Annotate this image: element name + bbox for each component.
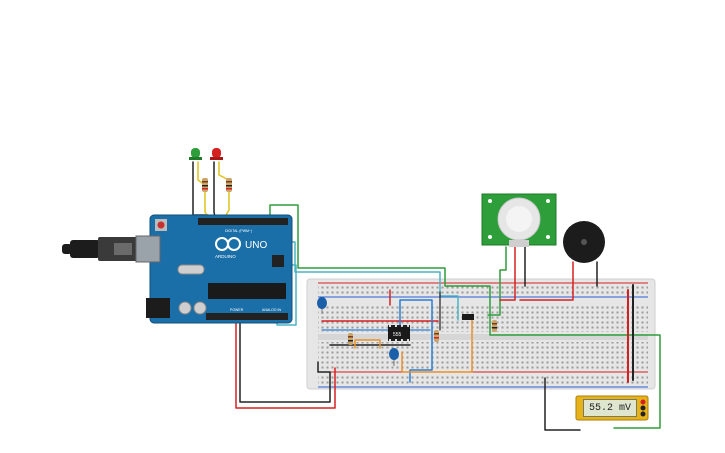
timer-chip-label: 555 (393, 332, 402, 338)
atmega-chip (208, 283, 286, 299)
power-analog-header[interactable] (206, 313, 288, 320)
led-red[interactable] (210, 148, 223, 160)
pir-sensor-icon[interactable] (481, 193, 557, 247)
breadboard[interactable] (306, 278, 656, 390)
reset-button[interactable] (157, 221, 165, 229)
wire-red-power[interactable] (235, 321, 336, 409)
wire-black-meter[interactable] (544, 377, 581, 431)
digital-header-label: DIGITAL (PWM~) (225, 229, 252, 233)
multimeter-probe-black-icon[interactable] (640, 405, 646, 411)
arduino-model-label: UNO (245, 240, 267, 251)
ceramic-capacitor-2[interactable] (389, 348, 399, 366)
analog-label: ANALOG IN (262, 308, 282, 312)
arduino-uno-board[interactable]: UNO ARDUINO DIGITAL (PWM~) POWER ANALOG … (62, 214, 293, 324)
top-terminal-strip[interactable] (318, 304, 648, 332)
timer-555-chip[interactable]: 555 (388, 325, 410, 341)
wire-red-buzzer[interactable] (519, 261, 574, 301)
resistor-breadboard-2[interactable] (434, 330, 439, 342)
wire-orange[interactable] (354, 317, 473, 373)
piezo-buzzer-icon[interactable] (563, 221, 605, 263)
bottom-power-rail[interactable] (318, 374, 648, 386)
resistor-breadboard-1[interactable] (348, 333, 353, 345)
wire-teal-a[interactable] (287, 241, 459, 321)
wire-led-red-yellow[interactable] (218, 161, 230, 223)
wire-green-pir[interactable] (487, 246, 507, 316)
wire-black-ground[interactable] (239, 321, 331, 403)
multimeter-display: 55.2 mV (583, 399, 637, 417)
usb-cable[interactable] (62, 237, 138, 261)
led-green[interactable] (189, 148, 202, 160)
multimeter-probe-red-icon[interactable] (640, 399, 646, 405)
resistor-led-1[interactable] (202, 178, 208, 192)
wire-green-long[interactable] (269, 204, 661, 429)
wire-led-red-black[interactable] (213, 161, 217, 223)
wire-red-pir[interactable] (499, 246, 516, 301)
resistor-breadboard-3[interactable] (492, 320, 497, 332)
resistor-led-2[interactable] (226, 178, 232, 192)
arduino-brand-label: ARDUINO (215, 254, 236, 259)
power-label: POWER (230, 308, 244, 312)
bottom-terminal-strip[interactable] (318, 342, 648, 370)
arduino-logo-icon (215, 237, 241, 251)
small-ic[interactable] (462, 314, 474, 320)
ceramic-capacitor-1[interactable] (317, 297, 327, 314)
top-power-rail[interactable] (318, 284, 648, 296)
